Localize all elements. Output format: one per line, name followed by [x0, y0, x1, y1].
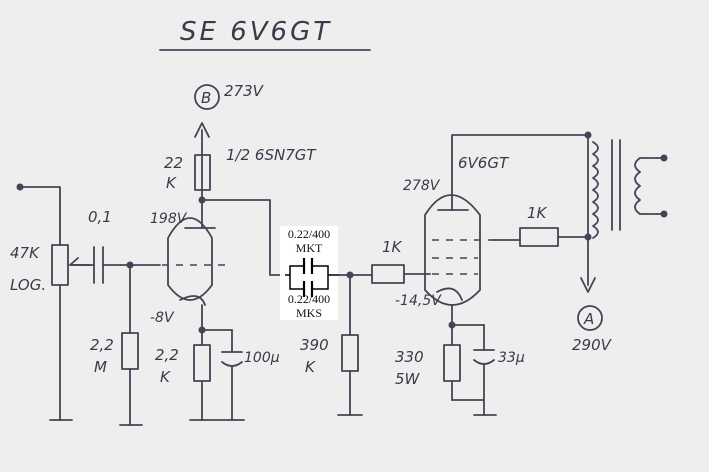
volume-potentiometer	[19, 186, 91, 421]
output-pentode-symbol	[424, 194, 492, 306]
b-supply-arrow	[194, 122, 210, 138]
output-cathode-res-bottom: 5W	[395, 370, 421, 388]
plate-resistor	[194, 154, 211, 191]
output-cathode-network	[443, 304, 497, 416]
interstage-wire	[201, 199, 286, 276]
plate-res-value-top: 22	[164, 154, 183, 172]
grid-leak-value-top: 390	[300, 336, 329, 354]
output-plate-wire	[451, 134, 589, 211]
a-supply-marker	[577, 305, 603, 331]
cathode-res-value-bottom: K	[160, 368, 171, 386]
a-supply-voltage: 290V	[572, 336, 613, 354]
cap1-value: 0.22/400	[288, 227, 330, 241]
driver-tube-label: 1/2 6SN7GT	[226, 146, 317, 164]
b-supply-marker	[194, 84, 220, 110]
output-cathode-cap: 33μ	[498, 350, 525, 366]
input-terminal	[16, 183, 24, 191]
cap1-type: MKT	[296, 241, 323, 255]
cap2-value: 0.22/400	[288, 292, 330, 306]
grid-leak-resistor	[337, 274, 363, 416]
output-plate-voltage: 278V	[403, 178, 441, 194]
screen-res-value: 1K	[527, 204, 548, 222]
interstage-capacitor-pair	[285, 258, 340, 297]
plate-res-value-bottom: K	[166, 174, 177, 192]
driver-plate-voltage: 198V	[150, 211, 188, 227]
a-supply-letter: A	[583, 310, 594, 328]
input-coupling-capacitor	[69, 246, 161, 284]
primary-tap-dot	[584, 233, 592, 241]
b-supply-voltage: 273V	[224, 82, 265, 100]
output-transformer	[580, 134, 663, 293]
driver-triode-symbol	[162, 217, 225, 306]
output-cathode-dot	[448, 321, 456, 329]
speaker-terminal-bottom	[660, 210, 668, 218]
pot-taper-label: LOG.	[10, 276, 46, 294]
driver-cathode-network	[189, 304, 245, 421]
grid-stop-value: 1K	[382, 238, 403, 256]
primary-top-dot	[584, 131, 592, 139]
driver-cathode-voltage: -8V	[150, 310, 175, 326]
cap2-type: MKS	[296, 306, 322, 320]
cathode-junction-dot	[198, 326, 206, 334]
b-supply-letter: B	[201, 89, 211, 107]
grid-res-value-bottom: M	[94, 358, 107, 376]
coupling-cap-label: 0,1	[88, 208, 112, 226]
grid-res-value-top: 2,2	[90, 336, 114, 354]
speaker-terminal-top	[660, 154, 668, 162]
output-cathode-voltage: -14,5V	[395, 293, 442, 309]
output-tube-label: 6V6GT	[458, 154, 510, 172]
schematic-title: SE 6V6GT	[180, 17, 332, 47]
output-cathode-res-top: 330	[395, 348, 424, 366]
screen-resistor	[519, 227, 559, 247]
grid-leak-value-bottom: K	[305, 358, 316, 376]
grid-resistor	[119, 264, 143, 426]
cathode-cap-value: 100μ	[244, 350, 280, 366]
cathode-res-value-top: 2,2	[155, 346, 179, 364]
pot-value-label: 47K	[10, 244, 40, 262]
grid-stop-resistor	[371, 264, 405, 284]
